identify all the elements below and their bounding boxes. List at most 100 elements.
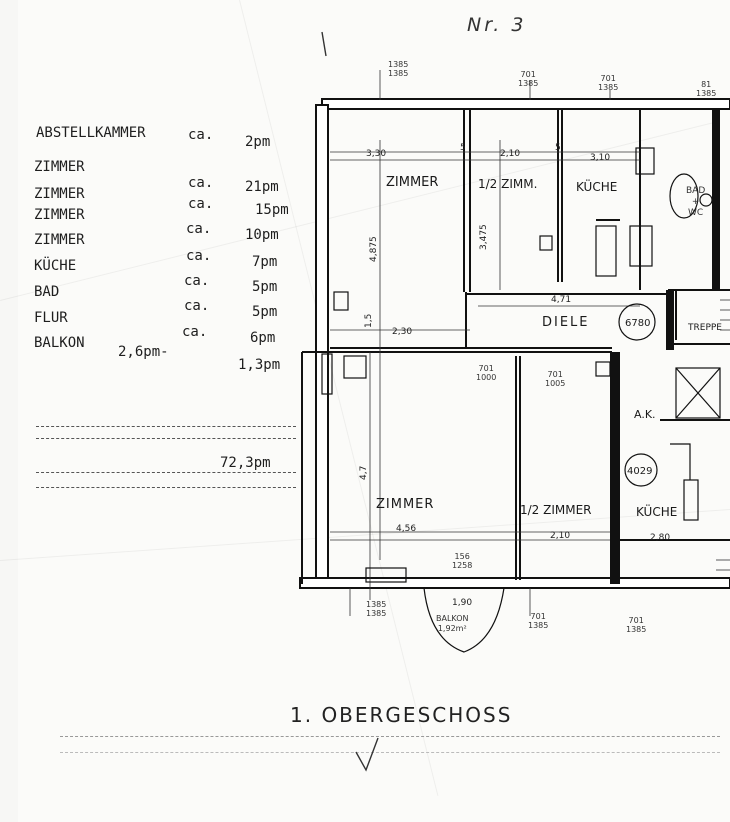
table-ca: ca.: [184, 273, 210, 289]
dim-label-vertical: 3,475: [479, 224, 489, 250]
balkon-extra: 2,6pm-: [118, 344, 169, 360]
balkon-extra-2: 1,3pm: [238, 357, 281, 373]
dim-label: 5: [460, 143, 466, 153]
shaft-cross: [675, 367, 721, 419]
table-room: ZIMMER: [34, 207, 85, 223]
dim-label-vertical: 4,875: [369, 236, 379, 262]
table-area: 15pm: [255, 202, 289, 218]
table-ca: ca.: [184, 298, 210, 314]
dim-fraction: 81 1385: [696, 80, 717, 98]
dim-label: 2,10: [500, 149, 520, 159]
dim-fraction: 701 1385: [518, 70, 539, 88]
balcony-outline: [423, 587, 505, 653]
table-rule: [36, 487, 296, 488]
radiator-icon: [595, 361, 611, 377]
table-area: 10pm: [245, 227, 279, 243]
room-label-treppe: TREPPE: [687, 323, 722, 333]
table-area: 5pm: [252, 304, 278, 320]
room-label-half-zimmer-top: 1/2 ZIMM.: [478, 177, 537, 191]
dim-label-vertical: 4,7: [359, 466, 369, 480]
inner-walls: [330, 110, 730, 580]
kueche-right-area: 4029: [627, 466, 652, 477]
fixtures: [321, 118, 721, 653]
table-ca: ca.: [188, 127, 214, 143]
table-area: 2pm: [245, 134, 271, 150]
dim-label: 3,30: [366, 149, 386, 159]
room-label-zimmer-big: ZIMMER: [376, 497, 434, 512]
dim-label: 2,10: [550, 531, 570, 541]
table-area: 7pm: [252, 254, 278, 270]
balcony-note: BALKON 1,92m²: [436, 614, 469, 633]
room-label-kueche-top: KÜCHE: [576, 178, 617, 194]
stove-icon: [635, 147, 655, 175]
radiator-icon: [539, 235, 553, 251]
room-label-ak: A.K.: [634, 408, 656, 421]
bathtub-icon: [669, 173, 699, 219]
table-room: FLUR: [34, 310, 68, 326]
title-rule: [60, 736, 720, 737]
table-area: 5pm: [252, 279, 278, 295]
table-rule: [36, 438, 296, 439]
room-label-diele: DIELE: [542, 315, 590, 330]
cabinet-icon: [629, 225, 653, 267]
dimension-lines: [330, 70, 640, 616]
dim-label: 4,56: [396, 524, 416, 534]
table-room: ZIMMER: [34, 232, 85, 248]
thick-wall: [712, 110, 720, 290]
dim-fraction: 701 1005: [545, 370, 566, 388]
dim-label: 3,10: [590, 153, 610, 163]
stair-outline: [670, 443, 691, 480]
dim-fraction: 1385 1385: [366, 600, 387, 618]
wall-fixture-icon: [321, 353, 333, 395]
sheet-number: Nr. 3: [467, 14, 527, 36]
dim-label: 2,80: [650, 533, 670, 543]
room-label-zimmer-top: ZIMMER: [386, 175, 438, 190]
table-room: BAD: [34, 284, 60, 300]
table-ca: ca.: [182, 324, 208, 340]
table-room: KÜCHE: [34, 258, 77, 274]
balcony-rail-icon: [365, 567, 407, 583]
radiator-icon: [333, 291, 349, 311]
kitchen-counter-icon: [595, 225, 617, 277]
room-label-half-zimmer-bottom: 1/2 ZIMMER: [520, 503, 592, 517]
dim-fraction: 701 1385: [528, 612, 549, 630]
radiator-icon: [343, 355, 367, 379]
table-room: ZIMMER: [34, 186, 85, 202]
table-room: BALKON: [34, 335, 85, 351]
toilet-icon: [699, 193, 713, 207]
dim-fraction: 701 1000: [476, 364, 497, 382]
dim-fraction: 701 1385: [626, 616, 647, 634]
diele-area: 6780: [625, 318, 650, 329]
title-rule: [60, 752, 720, 753]
shaft-icon: [675, 367, 721, 419]
room-label-bad-wc: BAD + WC: [686, 186, 706, 218]
room-label-kueche-right: KÜCHE: [636, 503, 677, 519]
thick-wall: [610, 352, 620, 584]
table-ca: ca.: [186, 248, 212, 264]
stairs: [716, 299, 730, 571]
total-area: 72,3pm: [220, 455, 271, 471]
dim-label: 4,71: [551, 295, 571, 305]
dim-label: 1,90: [452, 598, 472, 608]
pencil-mark: [321, 31, 327, 57]
table-ca: ca.: [188, 196, 214, 212]
dim-fraction: 1385 1385: [388, 60, 409, 78]
dim-fraction: 156 1258: [452, 552, 473, 570]
table-rule: [36, 472, 296, 473]
table-rule: [36, 426, 296, 427]
table-ca: ca.: [186, 221, 212, 237]
table-ca: ca.: [188, 175, 214, 191]
kitchen-counter-icon: [683, 479, 699, 521]
dim-fraction: 701 1385: [598, 74, 619, 92]
area-circle: [618, 303, 656, 341]
area-circle: [624, 453, 658, 487]
dim-label: 2,30: [392, 327, 412, 337]
floor-title: 1. OBERGESCHOSS: [290, 703, 513, 727]
table-room: ZIMMER: [34, 159, 85, 175]
dim-label-vertical: 1,5: [364, 314, 374, 328]
thick-wall: [666, 290, 674, 350]
table-room: ABSTELLKAMMER: [36, 125, 146, 141]
